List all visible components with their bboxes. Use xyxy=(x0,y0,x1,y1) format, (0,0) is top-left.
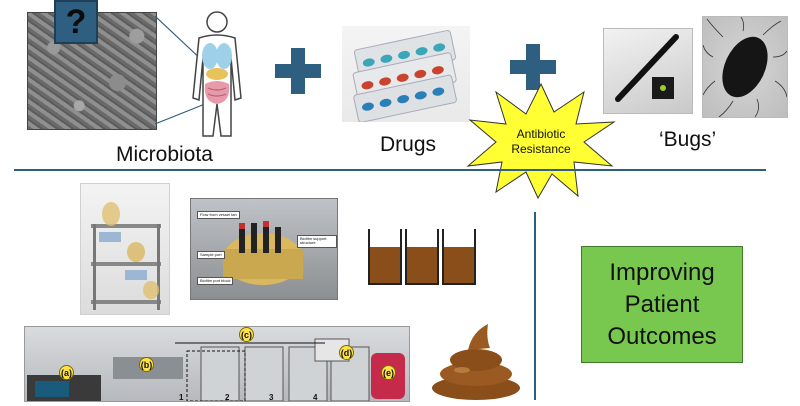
photo-note-biofilm-port: Biofilm port block xyxy=(197,277,234,286)
outcomes-line3: Outcomes xyxy=(607,322,717,350)
outcomes-line2: Patient xyxy=(624,290,700,318)
vessel-closeup-photo: Flow from vessel tan Biofilm support str… xyxy=(190,198,338,300)
stool-jar-1 xyxy=(368,229,402,285)
outcomes-line1: Improving xyxy=(609,258,715,286)
drugs-label: Drugs xyxy=(380,133,437,156)
photo-tag-d: (d) xyxy=(339,345,354,360)
plus-icon xyxy=(510,44,556,90)
lab-apparatus-icon xyxy=(27,338,405,402)
horizontal-divider xyxy=(14,169,766,171)
vessel-number-4: 4 xyxy=(313,393,318,402)
stool-jar-2 xyxy=(405,229,439,285)
flagellated-bacterium-icon xyxy=(702,16,788,118)
microbiota-label: Microbiota xyxy=(116,143,213,166)
bacterium-rod-micrograph xyxy=(603,28,693,114)
rod-bacterium-icon xyxy=(615,34,679,102)
burst-text-line1: Antibiotic xyxy=(516,127,566,141)
vertical-divider xyxy=(534,212,536,400)
pill-pack-icon xyxy=(352,29,457,123)
lab-apparatus-photo: (a) (b) (c) (d) (e) 1 2 3 4 xyxy=(24,326,410,402)
photo-tag-b: (b) xyxy=(139,357,154,372)
vessel-number-2: 2 xyxy=(225,393,230,402)
photo-note-sample-port: Sample port xyxy=(197,251,225,260)
stool-jar-3 xyxy=(442,229,476,285)
burst-text-line2: Resistance xyxy=(511,142,571,156)
plus-icon xyxy=(275,48,321,94)
photo-note-flow: Flow from vessel tan xyxy=(197,211,240,220)
bacterium-flagella-micrograph xyxy=(702,16,788,118)
photo-tag-c: (c) xyxy=(239,327,254,342)
bioreactor-stand-photo xyxy=(80,183,170,315)
stool-icon xyxy=(432,324,520,400)
vessel-icon xyxy=(223,221,303,285)
improving-patient-outcomes-box: Improving Patient Outcomes xyxy=(581,246,743,363)
human-anatomy-icon xyxy=(155,11,242,137)
pill-blister-packs-image xyxy=(342,26,470,123)
vessel-number-1: 1 xyxy=(179,393,184,402)
question-mark: ? xyxy=(65,2,87,41)
question-mark-box: ? xyxy=(54,0,98,44)
photo-tag-a: (a) xyxy=(59,365,74,380)
bugs-label: ‘Bugs’ xyxy=(659,128,717,151)
vessel-number-3: 3 xyxy=(269,393,274,402)
burst-text: Antibiotic Resistance xyxy=(504,127,578,157)
bioreactor-stand-icon xyxy=(91,202,161,310)
photo-note-biofilm-support: Biofilm support structure xyxy=(297,235,337,248)
photo-tag-e: (e) xyxy=(381,365,396,380)
